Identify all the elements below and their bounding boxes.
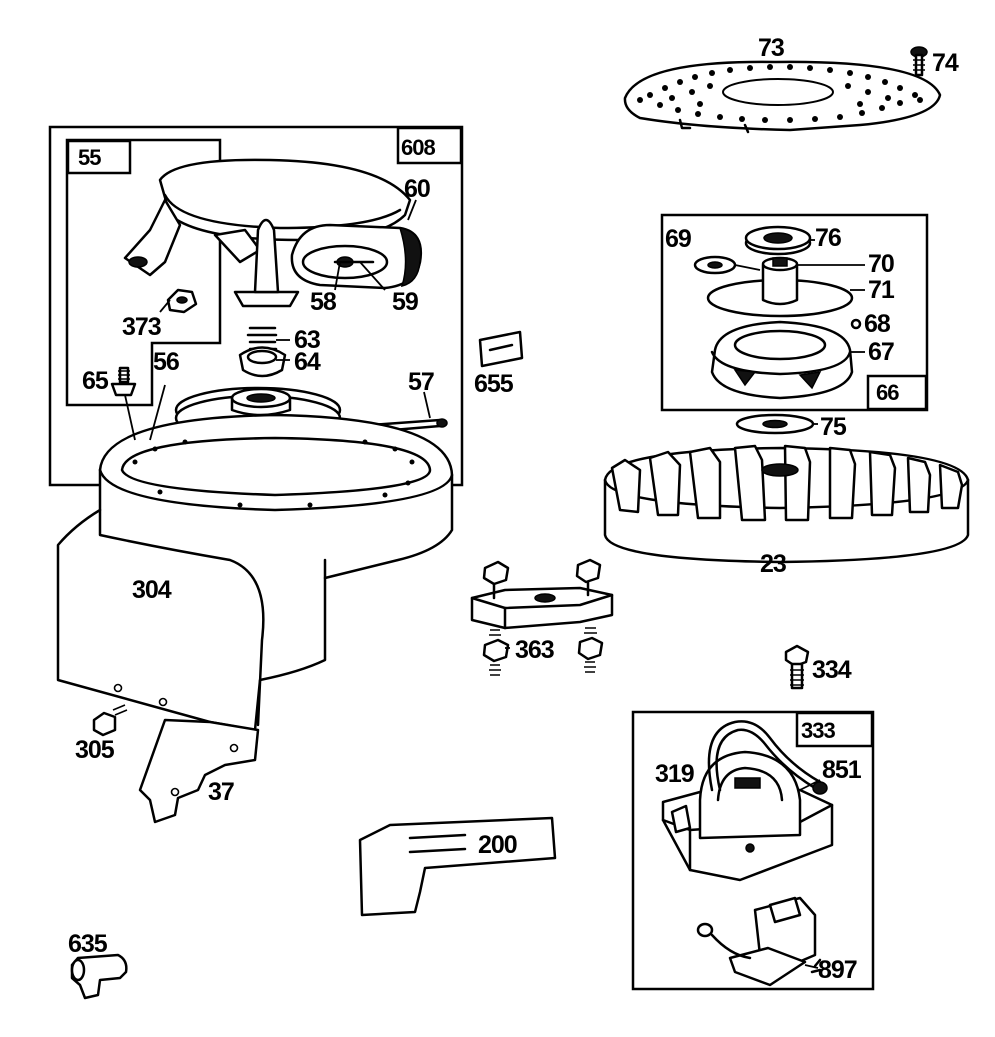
label-363: 363 xyxy=(515,636,554,664)
spring-63-part xyxy=(246,326,278,351)
screw-65-part xyxy=(110,366,137,397)
label-74: 74 xyxy=(932,49,959,77)
screw-305-part xyxy=(92,704,128,737)
label-897: 897 xyxy=(818,956,857,984)
label-69: 69 xyxy=(665,225,691,253)
label-635: 635 xyxy=(68,930,108,958)
stop-switch-897-part xyxy=(696,896,822,987)
label-373: 373 xyxy=(122,313,161,341)
label-59: 59 xyxy=(392,288,418,316)
label-58: 58 xyxy=(310,288,337,316)
box-333 xyxy=(631,710,875,991)
label-75: 75 xyxy=(820,413,847,441)
baffle-200-part xyxy=(358,816,557,917)
label-655: 655 xyxy=(474,370,514,398)
retainer-64-part xyxy=(238,346,287,378)
rotating-screen-part xyxy=(623,60,942,134)
label-305: 305 xyxy=(75,736,115,764)
label-67: 67 xyxy=(868,338,894,366)
label-71: 71 xyxy=(868,276,895,304)
label-65: 65 xyxy=(82,367,109,395)
label-333: 333 xyxy=(801,718,835,743)
leader-lines xyxy=(124,199,865,969)
label-37: 37 xyxy=(208,778,234,806)
label-60: 60 xyxy=(404,175,430,203)
box-55 xyxy=(65,138,222,407)
label-73: 73 xyxy=(758,34,784,62)
bracket-37-part xyxy=(138,718,260,824)
label-64: 64 xyxy=(294,348,321,376)
part-labels: 73 74 608 55 60 58 59 373 63 64 65 56 57… xyxy=(68,34,960,984)
bolt-334-part xyxy=(784,644,810,690)
label-63: 63 xyxy=(294,326,320,354)
label-57: 57 xyxy=(408,368,434,396)
starter-housing-part xyxy=(123,158,412,277)
label-319: 319 xyxy=(655,760,694,788)
seal-76-part xyxy=(744,225,812,256)
nut-373-part xyxy=(166,288,198,314)
label-76: 76 xyxy=(815,224,841,252)
washer-69-part xyxy=(693,255,737,275)
rope-post-part xyxy=(233,218,300,308)
screw-74-part xyxy=(910,46,928,77)
label-68: 68 xyxy=(864,310,891,338)
label-56: 56 xyxy=(153,348,179,376)
label-23: 23 xyxy=(760,550,786,578)
label-851: 851 xyxy=(822,756,862,784)
bracket-363-part xyxy=(470,558,614,676)
blower-housing-part xyxy=(56,413,454,732)
label-304: 304 xyxy=(132,576,172,604)
label-608: 608 xyxy=(401,135,435,160)
label-70: 70 xyxy=(868,250,894,278)
clip-655-part xyxy=(478,330,524,368)
starter-handle-part xyxy=(290,223,423,290)
armature-319-part xyxy=(661,720,834,882)
box-608 xyxy=(48,125,464,487)
clutch-assembly-part xyxy=(706,256,854,400)
flywheel-23-part xyxy=(603,444,970,564)
box-66 xyxy=(660,213,929,412)
label-334: 334 xyxy=(812,656,852,684)
label-200: 200 xyxy=(478,831,517,859)
washer-75-part xyxy=(735,413,815,435)
ball-68-part xyxy=(850,318,862,330)
clip-635-part xyxy=(70,953,128,1000)
label-55: 55 xyxy=(78,145,101,170)
label-66: 66 xyxy=(876,380,899,405)
